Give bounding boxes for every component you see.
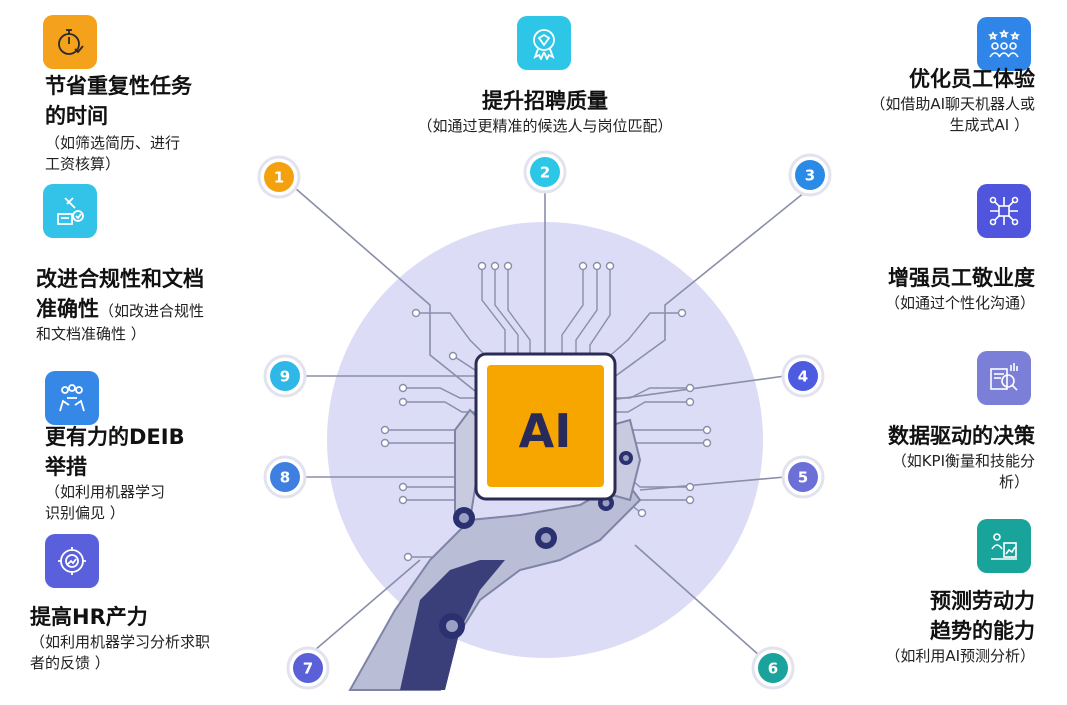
number-node-5 <box>788 462 818 492</box>
number-node-5-label: 5 <box>798 469 808 487</box>
forecast-icon <box>977 519 1031 573</box>
network-icon <box>977 184 1031 238</box>
number-node-1 <box>264 162 294 192</box>
number-node-7-label: 7 <box>303 660 313 678</box>
item-4-desc: （如通过个性化沟通） <box>884 294 1035 312</box>
item-7-title: 提高HR产力 <box>30 605 148 629</box>
item-1-title: 节省重复性任务的时间 <box>45 74 192 128</box>
item-3: 优化员工体验 （如借助AI聊天机器人或生成式AI ） <box>815 64 1035 136</box>
item-4-title: 增强员工敬业度 <box>888 266 1035 290</box>
number-node-9-label: 9 <box>280 368 290 386</box>
number-node-8 <box>270 462 300 492</box>
item-5-title: 数据驱动的决策 <box>888 424 1035 448</box>
item-9-title-line2: 准确性（如改进合规性 <box>36 297 205 321</box>
item-4: 增强员工敬业度 （如通过个性化沟通） <box>815 263 1035 314</box>
item-7-desc: （如利用机器学习分析求职者的反馈 ） <box>30 633 211 672</box>
number-node-8-label: 8 <box>280 469 290 487</box>
number-node-7 <box>293 653 323 683</box>
number-node-6-label: 6 <box>768 660 778 678</box>
item-9-desc-inline: （如改进合规性 <box>99 302 205 320</box>
number-node-4 <box>788 361 818 391</box>
number-node-2-label: 2 <box>540 164 550 182</box>
number-node-3 <box>795 160 825 190</box>
item-5-desc: （如KPI衡量和技能分析） <box>891 452 1035 491</box>
number-node-4-label: 4 <box>798 368 808 386</box>
item-6: 预测劳动力趋势的能力 （如利用AI预测分析） <box>815 586 1035 667</box>
item-2-title: 提升招聘质量 <box>482 89 608 113</box>
people-hands-icon <box>45 371 99 425</box>
scale-document-icon <box>43 184 97 238</box>
gear-chart-icon <box>45 534 99 588</box>
stopwatch-icon <box>43 15 97 69</box>
number-node-1-label: 1 <box>274 169 284 187</box>
number-node-6 <box>758 653 788 683</box>
connector-lines <box>294 187 811 657</box>
item-1-desc: （如筛选简历、进行工资核算） <box>45 134 181 173</box>
item-2: 提升招聘质量 （如通过更精准的候选人与岗位匹配） <box>380 86 710 137</box>
analytics-icon <box>977 351 1031 405</box>
badge-icon <box>517 16 571 70</box>
item-3-title: 优化员工体验 <box>909 67 1035 91</box>
robot-hand <box>348 408 642 691</box>
team-rating-icon <box>977 17 1031 71</box>
number-node-2 <box>530 157 560 187</box>
item-7: 提高HR产力 （如利用机器学习分析求职者的反馈 ） <box>30 602 270 674</box>
item-6-desc: （如利用AI预测分析） <box>885 647 1035 665</box>
item-9-desc: 和文档准确性 ） <box>36 325 146 343</box>
number-nodes: 1 2 3 4 5 6 7 8 9 <box>257 150 832 690</box>
item-9-title: 改进合规性和文档 <box>36 267 204 291</box>
item-1: 节省重复性任务的时间 （如筛选简历、进行工资核算） <box>45 71 245 175</box>
number-node-9 <box>270 361 300 391</box>
number-node-3-label: 3 <box>805 167 815 185</box>
item-8-desc: （如利用机器学习识别偏见 ） <box>45 483 166 522</box>
item-6-title: 预测劳动力趋势的能力 <box>930 589 1035 643</box>
item-3-desc: （如借助AI聊天机器人或生成式AI ） <box>870 95 1035 134</box>
circuit-nodes <box>380 261 712 562</box>
ai-chip: AI <box>474 352 617 501</box>
ai-chip-label: AI <box>519 404 572 458</box>
item-9: 改进合规性和文档 准确性（如改进合规性 和文档准确性 ） <box>36 264 266 345</box>
item-5: 数据驱动的决策 （如KPI衡量和技能分析） <box>815 421 1035 493</box>
item-2-desc: （如通过更精准的候选人与岗位匹配） <box>417 117 673 135</box>
